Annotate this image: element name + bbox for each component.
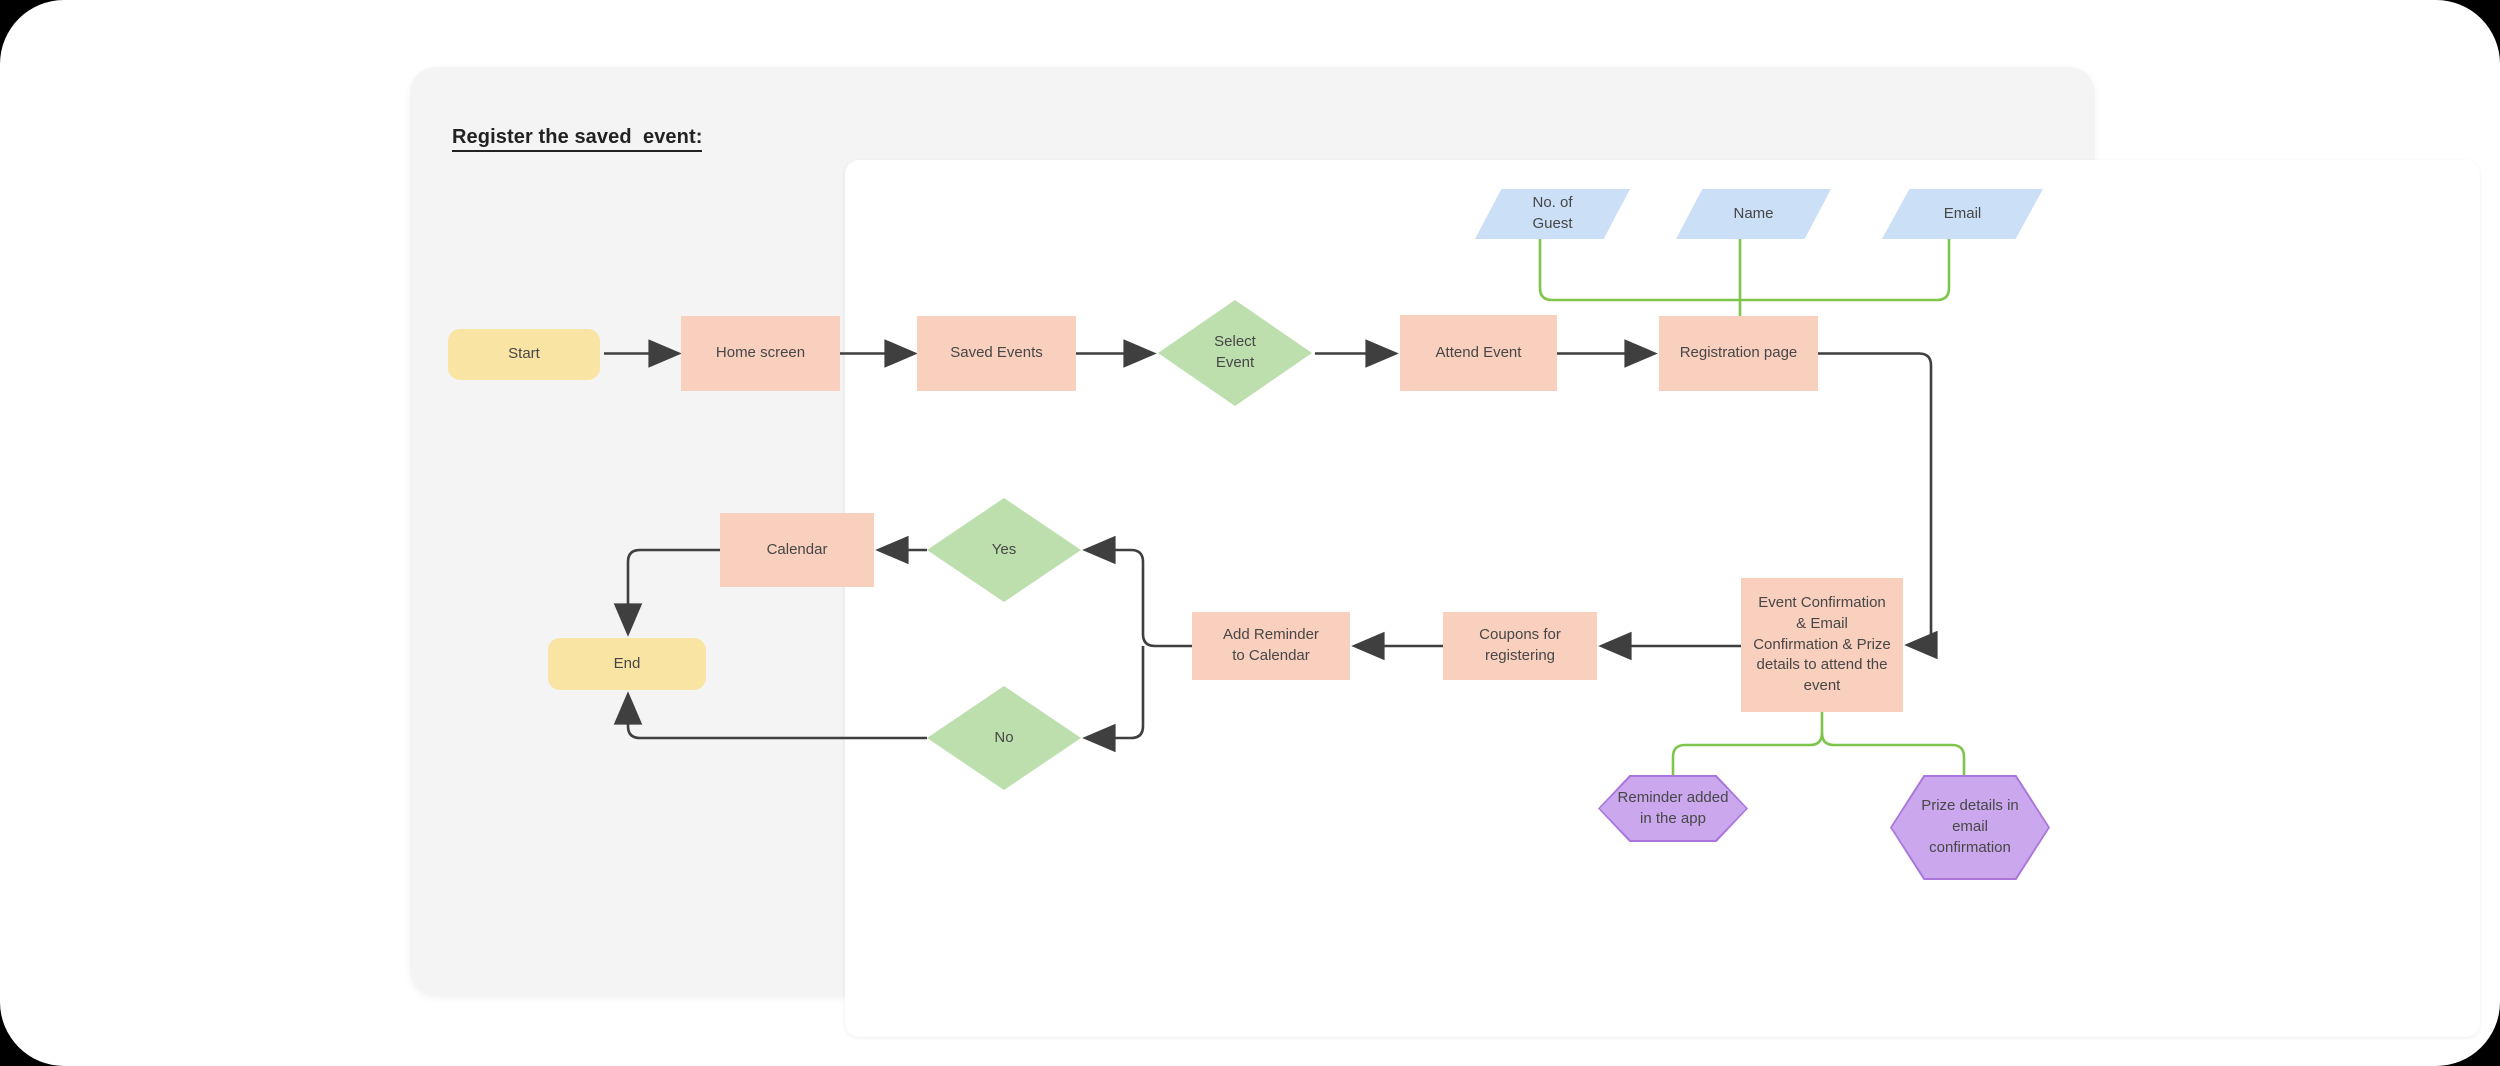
diagram-sheet bbox=[845, 160, 2480, 1037]
node-label: Home screen bbox=[715, 344, 806, 362]
node-label: Coupons for registering bbox=[1479, 626, 1561, 664]
node-no-of-guest[interactable]: No. of Guest bbox=[1475, 189, 1630, 239]
board-card bbox=[410, 67, 2480, 1037]
node-reminder-added[interactable]: Reminder added in the app bbox=[1598, 775, 1748, 842]
node-label: Reminder added in the app bbox=[1617, 788, 1729, 827]
node-label: Add Reminder to Calendar bbox=[1223, 626, 1319, 664]
node-prize-details[interactable]: Prize details in email confirmation bbox=[1890, 775, 2050, 880]
node-attend-event[interactable]: Attend Event bbox=[1400, 315, 1557, 391]
node-start[interactable]: Start bbox=[448, 329, 600, 380]
node-add-reminder[interactable]: Add Reminder to Calendar bbox=[1192, 612, 1350, 680]
node-label: Yes bbox=[991, 540, 1017, 558]
node-registration-page[interactable]: Registration page bbox=[1659, 316, 1818, 391]
node-saved-events[interactable]: Saved Events bbox=[917, 316, 1076, 391]
node-label: Registration page bbox=[1679, 344, 1798, 362]
node-label: Attend Event bbox=[1435, 343, 1522, 361]
page-title: Register the saved event: bbox=[452, 126, 703, 152]
hexagon-fill bbox=[1892, 777, 2048, 878]
node-label: No. of Guest bbox=[1532, 194, 1573, 232]
node-label: Saved Events bbox=[950, 344, 1043, 362]
node-label: Name bbox=[1733, 204, 1774, 222]
node-label: Start bbox=[508, 345, 540, 363]
hexagon-fill bbox=[1600, 777, 1746, 840]
node-label: End bbox=[613, 654, 641, 672]
node-label: Event Confirmation & Email Confirmation … bbox=[1753, 594, 1891, 695]
node-label: Calendar bbox=[766, 540, 828, 558]
node-label: Select Event bbox=[1214, 333, 1256, 371]
node-email[interactable]: Email bbox=[1882, 189, 2043, 239]
node-name[interactable]: Name bbox=[1676, 189, 1831, 239]
node-calendar[interactable]: Calendar bbox=[720, 513, 874, 587]
node-label: No bbox=[994, 728, 1014, 746]
node-label: Prize details in email confirmation bbox=[1921, 797, 2019, 856]
node-coupons[interactable]: Coupons for registering bbox=[1443, 612, 1597, 680]
node-end[interactable]: End bbox=[548, 638, 706, 690]
node-home-screen[interactable]: Home screen bbox=[681, 316, 840, 391]
node-event-confirmation[interactable]: Event Confirmation & Email Confirmation … bbox=[1741, 578, 1903, 712]
node-label: Email bbox=[1943, 204, 1982, 222]
